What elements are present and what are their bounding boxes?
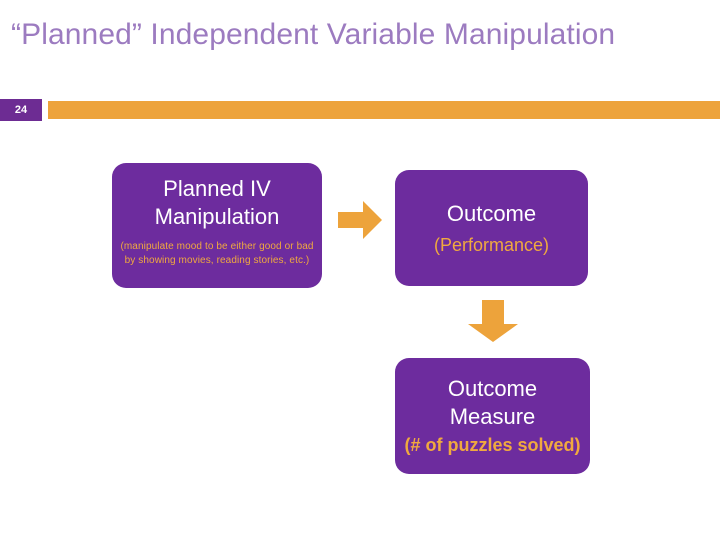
arrow-down-icon bbox=[468, 300, 518, 342]
diagram-box-subtitle: (manipulate mood to be either good or ba… bbox=[120, 241, 314, 266]
page-title: “Planned” Independent Variable Manipulat… bbox=[11, 18, 616, 51]
diagram-box-title: Outcome Measure bbox=[447, 376, 538, 429]
diagram-box-subtitle: (Performance) bbox=[433, 234, 550, 255]
arrow-right-icon bbox=[338, 201, 382, 239]
diagram-box-planned-iv-manipulation: Planned IV Manipulation (manipulate mood… bbox=[112, 163, 322, 288]
title-divider: 24 bbox=[0, 99, 720, 121]
diagram-box-title: Outcome bbox=[446, 200, 537, 226]
diagram-box-title: Planned IV Manipulation bbox=[154, 176, 280, 229]
slide-number-badge: 24 bbox=[0, 99, 42, 121]
diagram-box-outcome: Outcome (Performance) bbox=[395, 170, 588, 286]
diagram-box-outcome-measure: Outcome Measure (# of puzzles solved) bbox=[395, 358, 590, 474]
orange-rule bbox=[48, 101, 720, 119]
diagram-box-subtitle: (# of puzzles solved) bbox=[404, 435, 581, 455]
